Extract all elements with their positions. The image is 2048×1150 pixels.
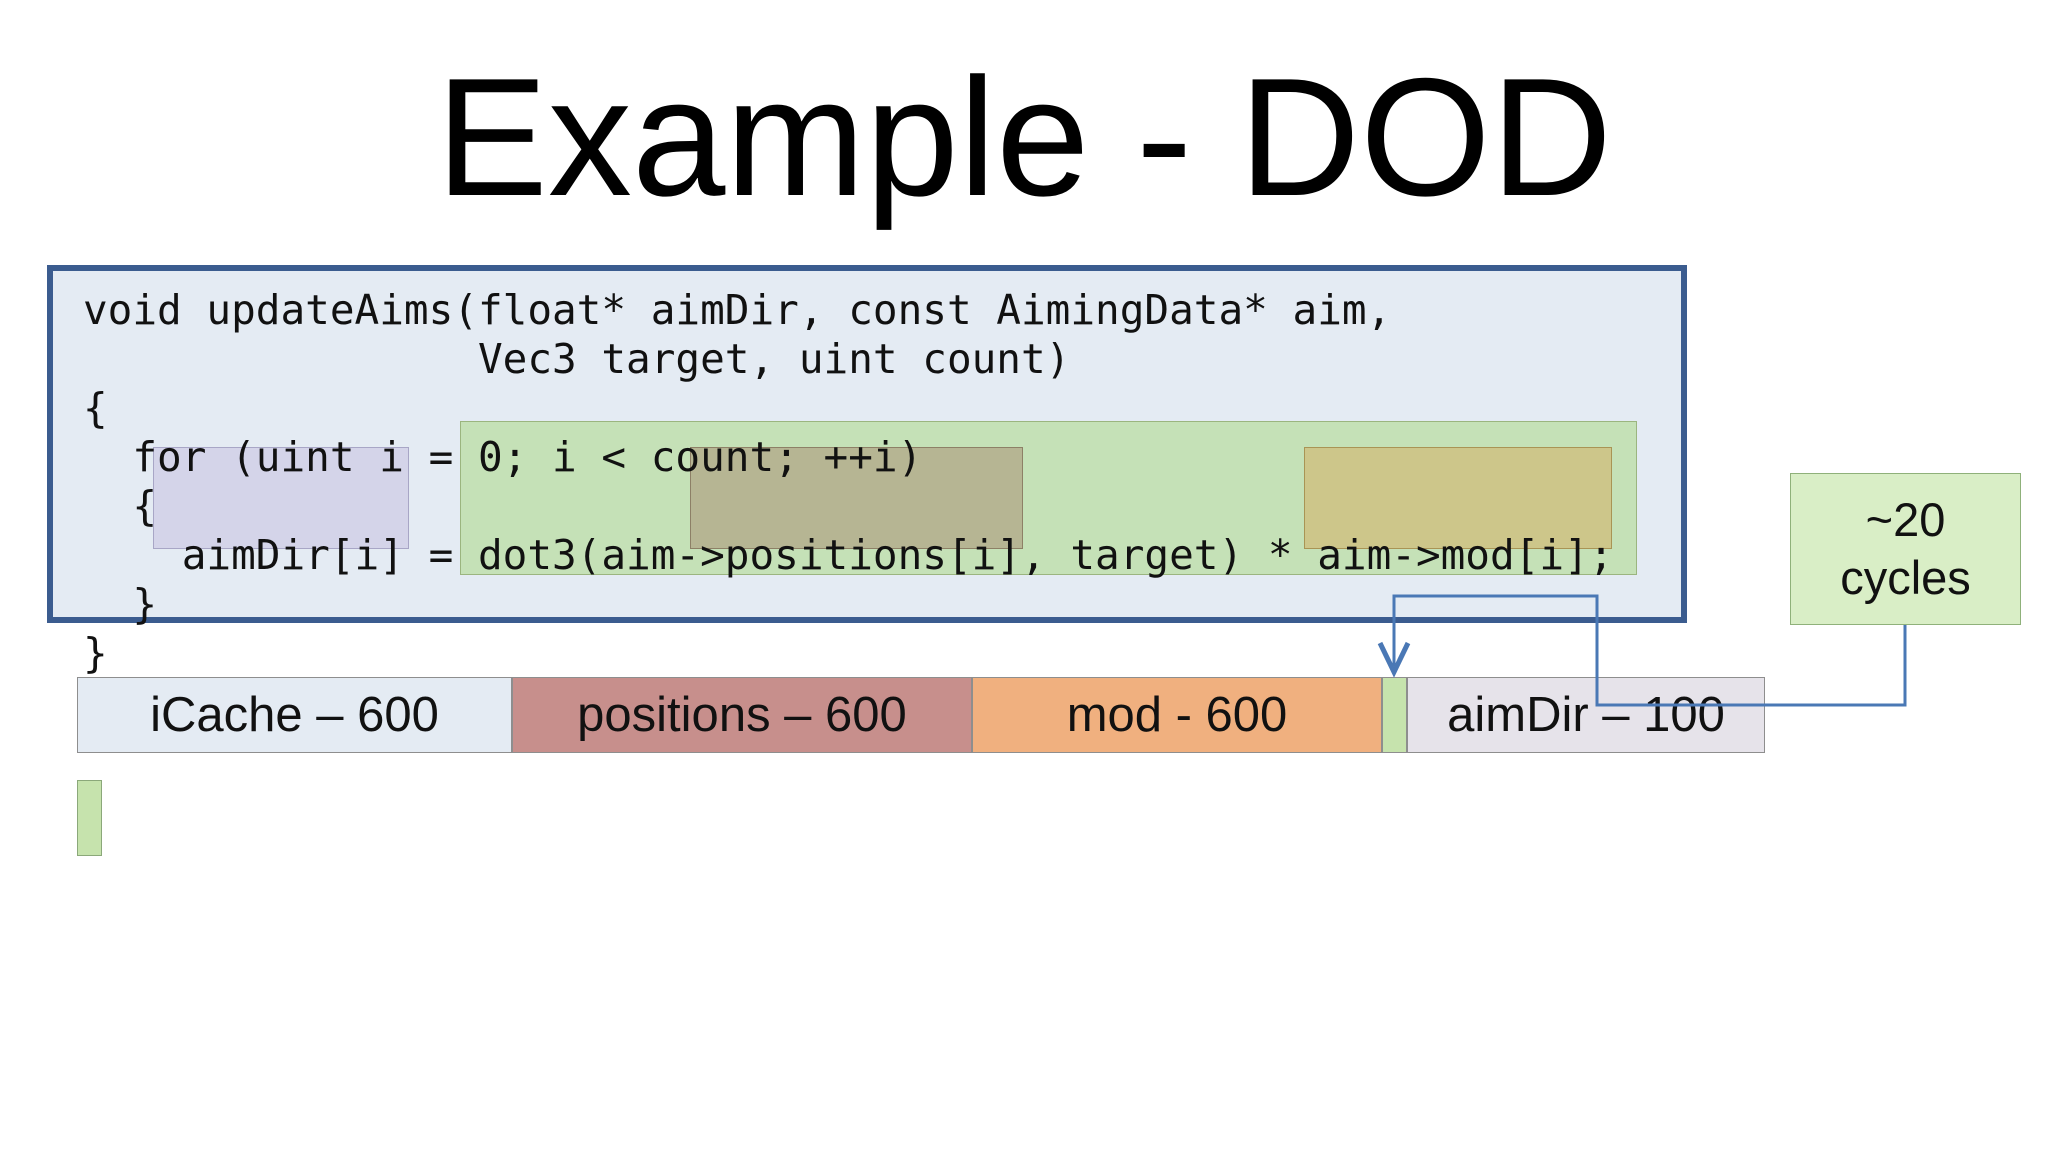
code-line-2: Vec3 target, uint count) xyxy=(83,335,1071,383)
slide-title: Example - DOD xyxy=(435,43,1613,231)
positions-highlight xyxy=(690,447,1023,549)
code-line-6: aimDir[i] = dot3(aim->positions[i], targ… xyxy=(83,531,1614,579)
mod-highlight xyxy=(1304,447,1612,549)
code-line-1: void updateAims(float* aimDir, const Aim… xyxy=(83,286,1392,334)
cycles-callout-value: ~20 xyxy=(1865,493,1946,546)
cycles-callout: ~20 cycles xyxy=(1790,473,2021,625)
icache-highlight xyxy=(153,447,409,549)
memory-segment-positions: positions – 600 xyxy=(512,677,972,753)
code-line-7: } xyxy=(83,580,158,628)
code-line-4: for (uint i = 0; i < count; ++i) xyxy=(83,433,923,481)
cycles-callout-unit: cycles xyxy=(1840,551,1971,604)
code-line-8: } xyxy=(83,629,108,677)
arrow-down-icon xyxy=(1377,641,1411,678)
memory-segment-aimdir-slot xyxy=(1382,677,1407,753)
code-line-3: { xyxy=(83,384,108,432)
memory-segment-aimdir: aimDir – 100 xyxy=(1407,677,1765,753)
memory-segment-icache: iCache – 600 xyxy=(77,677,512,753)
memory-segment-mod: mod - 600 xyxy=(972,677,1382,753)
small-green-block xyxy=(77,780,102,856)
code-line-5: { xyxy=(83,482,158,530)
